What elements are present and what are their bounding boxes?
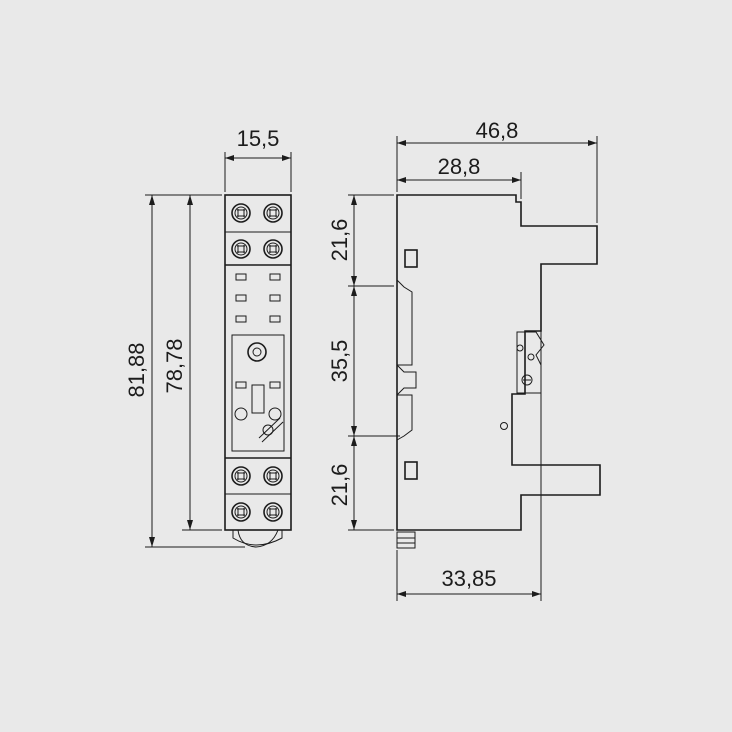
- upper-depth-label: 28,8: [438, 154, 481, 179]
- upper-depth-dimension: 28,8: [397, 154, 522, 199]
- width-dimension: 15,5: [224, 126, 292, 192]
- front-outline: [224, 194, 292, 548]
- total-height-label: 81,88: [124, 342, 149, 397]
- contact-slots: [235, 273, 281, 323]
- base-depth-dimension: 33,85: [396, 266, 542, 601]
- upper-terminal-screws: [231, 203, 283, 259]
- body-height-dimension: 78,78: [162, 195, 222, 531]
- body-height-label: 78,78: [162, 338, 187, 393]
- overall-depth-dimension: 46,8: [396, 118, 598, 223]
- front-view: 15,5 81,88 78,78: [124, 126, 292, 548]
- relay-socket: [231, 334, 285, 452]
- section-heights-dimension: 21,6 35,5 21,6: [327, 194, 400, 531]
- base-depth-label: 33,85: [441, 566, 496, 591]
- rail-section-label: 35,5: [327, 340, 352, 383]
- top-section-label: 21,6: [327, 219, 352, 262]
- side-outline: [396, 194, 601, 549]
- total-height-dimension: 81,88: [124, 194, 245, 548]
- overall-depth-label: 46,8: [476, 118, 519, 143]
- side-view: 46,8 28,8 21,6 35,5 21,6: [327, 118, 601, 601]
- width-label: 15,5: [237, 126, 280, 151]
- side-terminal-details: [500, 331, 545, 430]
- bottom-section-label: 21,6: [327, 464, 352, 507]
